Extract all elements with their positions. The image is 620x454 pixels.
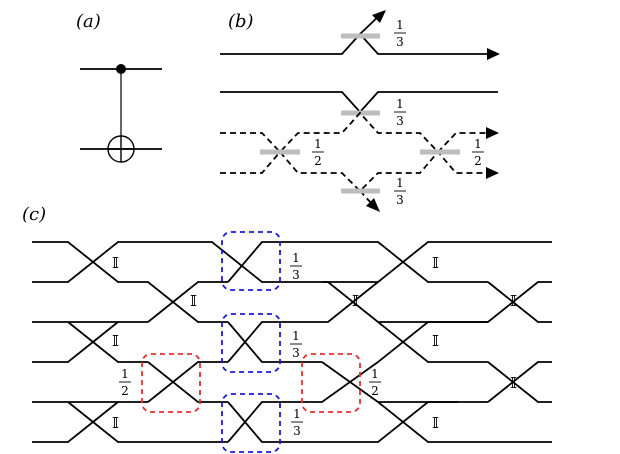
wire-path	[377, 321, 488, 363]
rail-upper-arrow	[486, 127, 499, 139]
svg-text:1: 1	[371, 367, 379, 381]
svg-text:1: 1	[292, 251, 300, 265]
svg-text:1: 1	[474, 137, 482, 151]
identity-label: 𝕀	[432, 414, 439, 432]
top-right-arrow	[487, 48, 500, 60]
svg-text:3: 3	[292, 346, 300, 360]
fraction-b-middle: 1 3	[394, 97, 406, 128]
panel-label-a: (a)	[76, 11, 101, 32]
wire-path	[147, 361, 228, 403]
wire-path	[292, 361, 379, 403]
fraction-c-right: 1 2	[369, 367, 381, 398]
svg-text:3: 3	[292, 268, 300, 282]
fraction-b-right: 1 2	[472, 137, 484, 168]
svg-text:3: 3	[396, 35, 404, 49]
identity-label: 𝕀	[190, 292, 197, 310]
rail-lower-arrow	[486, 167, 499, 179]
identity-label: 𝕀	[510, 292, 517, 310]
wire-path	[487, 361, 552, 403]
svg-text:3: 3	[396, 114, 404, 128]
wire-path	[377, 241, 552, 283]
wire-path	[377, 401, 552, 443]
control-dot	[116, 64, 126, 74]
identity-label: 𝕀	[112, 332, 119, 350]
identity-label: 𝕀	[352, 292, 359, 310]
svg-text:1: 1	[396, 176, 404, 190]
wire-path	[147, 281, 228, 323]
panel-label-c: (c)	[22, 204, 46, 225]
wire-network	[32, 241, 552, 443]
dashed-rail-lower	[220, 150, 488, 193]
svg-text:2: 2	[371, 384, 379, 398]
wire-path	[147, 361, 228, 403]
fraction-c-middle: 1 3	[290, 329, 302, 360]
fraction-b-bottom: 1 3	[394, 176, 406, 207]
wire-path	[227, 321, 292, 363]
second-path-left	[220, 91, 361, 113]
identity-label: 𝕀	[112, 414, 119, 432]
wire-path	[458, 361, 552, 403]
panel-label-b: (b)	[228, 11, 254, 32]
svg-text:2: 2	[121, 384, 129, 398]
wire-path	[321, 361, 488, 403]
box-red-left	[141, 353, 201, 413]
wire-path	[227, 401, 292, 443]
wire-path	[487, 281, 552, 323]
wire-path	[292, 281, 379, 323]
fraction-c-top: 1 3	[290, 251, 302, 282]
identity-label: 𝕀	[112, 254, 119, 272]
wire-path	[227, 401, 458, 443]
svg-text:1: 1	[121, 367, 129, 381]
svg-text:3: 3	[293, 424, 301, 438]
fraction-b-left: 1 2	[312, 137, 324, 168]
dashed-rail-upper	[220, 111, 488, 154]
fraction-c-left: 1 2	[119, 367, 131, 398]
cnot-gate	[80, 64, 162, 163]
svg-text:1: 1	[314, 137, 322, 151]
fraction-b-top: 1 3	[394, 18, 406, 49]
box-blue-middle	[221, 313, 281, 373]
wire-path	[67, 321, 148, 363]
svg-text:1: 1	[396, 18, 404, 32]
wire-path	[227, 241, 458, 283]
box-blue-top	[221, 231, 281, 291]
svg-text:1: 1	[292, 329, 300, 343]
wire-path	[32, 321, 119, 363]
wire-path	[377, 321, 458, 363]
box-blue-bottom	[221, 393, 281, 453]
wire-path	[32, 241, 292, 283]
fraction-c-bottom: 1 3	[291, 407, 303, 438]
svg-text:1: 1	[293, 407, 301, 421]
second-path-right	[359, 91, 498, 113]
optical-circuit	[220, 10, 500, 212]
wire-path	[227, 321, 292, 363]
svg-text:1: 1	[396, 97, 404, 111]
svg-text:2: 2	[314, 154, 322, 168]
svg-text:3: 3	[396, 193, 404, 207]
bottom-output-arrow	[366, 198, 380, 212]
svg-text:2: 2	[474, 154, 482, 168]
wire-path	[32, 241, 228, 323]
identity-label: 𝕀	[432, 254, 439, 272]
wire-path	[67, 401, 228, 443]
box-red-right	[301, 353, 361, 413]
identity-label: 𝕀	[432, 332, 439, 350]
identity-label: 𝕀	[510, 374, 517, 392]
wire-path	[32, 401, 119, 443]
top-output-arrow	[372, 10, 386, 23]
